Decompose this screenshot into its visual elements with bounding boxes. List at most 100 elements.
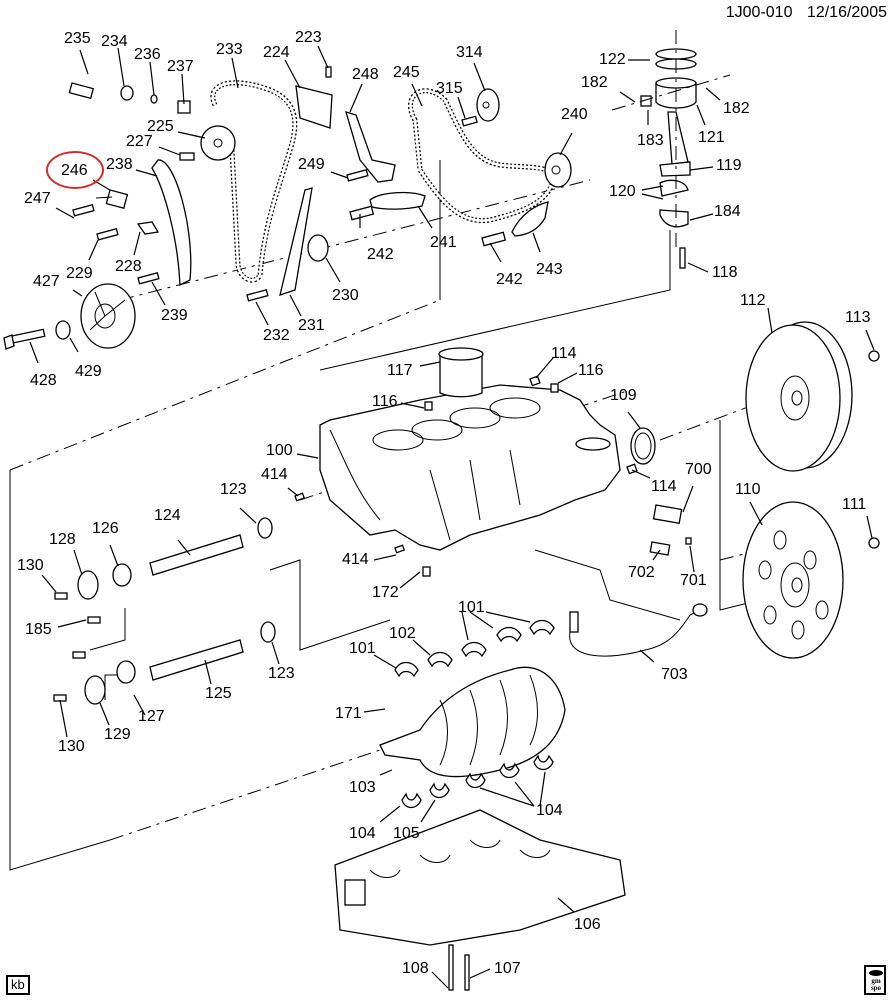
callout-101-a[interactable]: 101	[349, 640, 376, 657]
callout-129[interactable]: 129	[104, 726, 131, 743]
callout-185[interactable]: 185	[25, 621, 52, 638]
callout-701[interactable]: 701	[680, 572, 707, 589]
callout-238[interactable]: 238	[106, 156, 133, 173]
highlight-circle	[46, 151, 104, 189]
callout-130-b[interactable]: 130	[58, 738, 85, 755]
chain-guide-241	[369, 191, 426, 210]
balance-shaft-124	[54, 517, 273, 600]
callout-247[interactable]: 247	[24, 190, 51, 207]
callout-109[interactable]: 109	[610, 387, 637, 404]
logo-text: gm spo	[870, 977, 882, 992]
callout-232[interactable]: 232	[263, 327, 290, 344]
callout-117[interactable]: 117	[387, 362, 413, 379]
callout-227[interactable]: 227	[126, 133, 153, 150]
callout-121[interactable]: 121	[698, 129, 725, 146]
callout-225[interactable]: 225	[147, 118, 174, 135]
callout-233[interactable]: 233	[216, 41, 243, 58]
callout-182-a[interactable]: 182	[581, 74, 608, 91]
callout-110[interactable]: 110	[735, 481, 761, 498]
callout-112[interactable]: 112	[740, 292, 766, 309]
callout-182-b[interactable]: 182	[723, 100, 750, 117]
callout-427[interactable]: 427	[33, 273, 60, 290]
callout-111[interactable]: 111	[842, 496, 867, 513]
timing-chain-233	[210, 80, 298, 283]
callout-107[interactable]: 107	[494, 960, 521, 977]
knock-sensor-703	[569, 603, 708, 657]
flywheel-112	[745, 321, 853, 472]
callout-429[interactable]: 429	[75, 363, 102, 380]
callout-125[interactable]: 125	[205, 685, 232, 702]
callout-118[interactable]: 118	[712, 264, 738, 281]
callout-104-a[interactable]: 104	[349, 825, 376, 842]
callout-108[interactable]: 108	[402, 960, 429, 977]
callout-245[interactable]: 245	[393, 64, 420, 81]
callout-315[interactable]: 315	[436, 80, 463, 97]
callout-314[interactable]: 314	[456, 44, 483, 61]
callout-236[interactable]: 236	[134, 46, 161, 63]
callout-128[interactable]: 128	[49, 531, 76, 548]
crank-sprocket-230	[307, 234, 329, 262]
callout-116-b[interactable]: 116	[578, 362, 604, 379]
callout-114-b[interactable]: 114	[651, 478, 677, 495]
callout-414-b[interactable]: 414	[342, 551, 369, 568]
callout-116-a[interactable]: 116	[372, 393, 398, 410]
callout-105[interactable]: 105	[393, 825, 420, 842]
callout-130-a[interactable]: 130	[17, 557, 44, 574]
callout-184[interactable]: 184	[714, 203, 741, 220]
callout-101-b[interactable]: 101	[458, 599, 485, 616]
callout-223[interactable]: 223	[295, 29, 322, 46]
callout-126[interactable]: 126	[92, 520, 119, 537]
callout-235[interactable]: 235	[64, 30, 91, 47]
callout-246[interactable]: 246	[61, 162, 88, 179]
chain-guide-231	[279, 187, 313, 296]
callout-123-a[interactable]: 123	[220, 481, 247, 498]
callout-122[interactable]: 122	[599, 51, 626, 68]
callout-248[interactable]: 248	[352, 66, 379, 83]
sensors	[649, 504, 692, 556]
callout-428[interactable]: 428	[30, 372, 57, 389]
callout-119[interactable]: 119	[716, 157, 742, 174]
callout-414-a[interactable]: 414	[261, 466, 288, 483]
callout-100[interactable]: 100	[266, 442, 293, 459]
callout-113[interactable]: 113	[845, 309, 871, 326]
callout-243[interactable]: 243	[536, 261, 563, 278]
sprocket-314	[476, 88, 500, 122]
callout-124[interactable]: 124	[154, 507, 181, 524]
callout-231[interactable]: 231	[298, 317, 325, 334]
diagram-id: 1J00-010	[725, 4, 793, 21]
camshaft-sprocket-225	[200, 125, 236, 161]
callout-237[interactable]: 237	[167, 58, 194, 75]
diagram-header: 1J00-010 12/16/2005	[716, 4, 887, 22]
callout-123-b[interactable]: 123	[268, 665, 295, 682]
callout-229[interactable]: 229	[66, 265, 93, 282]
callout-249[interactable]: 249	[298, 156, 325, 173]
callout-241[interactable]: 241	[430, 234, 457, 251]
callout-700[interactable]: 700	[685, 461, 712, 478]
callout-102[interactable]: 102	[389, 625, 416, 642]
callout-703[interactable]: 703	[661, 666, 688, 683]
chain-tensioner-246	[95, 189, 129, 209]
callout-104-b[interactable]: 104	[536, 802, 563, 819]
callout-240[interactable]: 240	[561, 106, 588, 123]
bearing-shells	[394, 619, 555, 809]
callout-127[interactable]: 127	[138, 708, 165, 725]
callout-106[interactable]: 106	[574, 916, 601, 933]
callout-183[interactable]: 183	[637, 132, 664, 149]
callout-234[interactable]: 234	[101, 33, 128, 50]
callout-103[interactable]: 103	[349, 779, 376, 796]
callout-228[interactable]: 228	[115, 258, 142, 275]
callout-239[interactable]: 239	[161, 307, 188, 324]
callout-242-a[interactable]: 242	[367, 246, 394, 263]
callout-172[interactable]: 172	[372, 584, 399, 601]
callout-114-a[interactable]: 114	[551, 345, 577, 362]
callout-242-b[interactable]: 242	[496, 271, 523, 288]
callout-120[interactable]: 120	[609, 183, 636, 200]
callout-702[interactable]: 702	[628, 564, 655, 581]
chain-guide-243	[511, 201, 549, 237]
callout-171[interactable]: 171	[335, 705, 362, 722]
rear-main-seal-109	[630, 427, 656, 465]
callout-224[interactable]: 224	[263, 44, 290, 61]
bolts-timing	[68, 66, 507, 302]
callout-230[interactable]: 230	[332, 287, 359, 304]
